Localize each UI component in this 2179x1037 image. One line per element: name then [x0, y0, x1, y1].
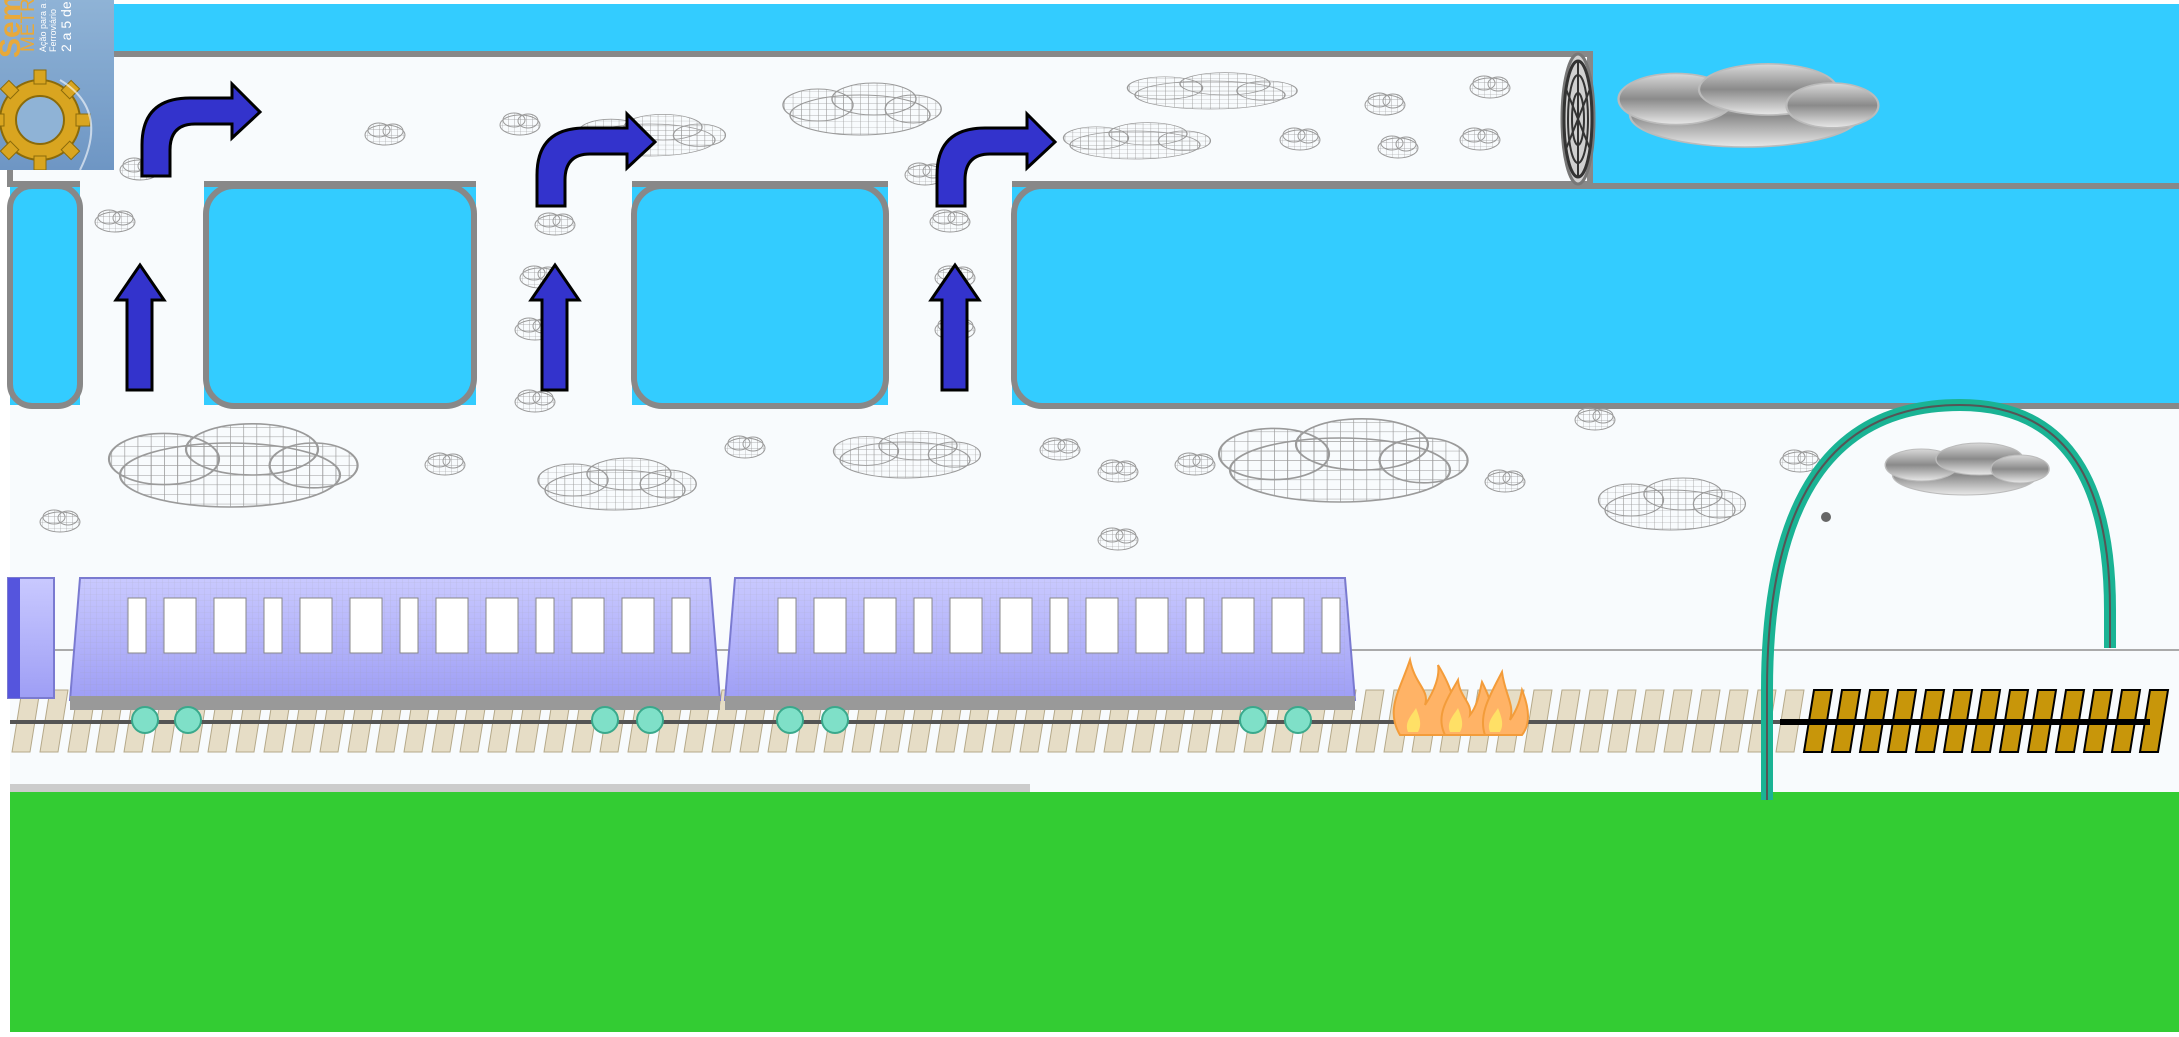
train-window [1085, 597, 1119, 654]
train-window [1221, 597, 1255, 654]
wheel-icon [131, 706, 159, 734]
train-window [127, 597, 147, 654]
curved-arrow-icon [535, 110, 658, 208]
train-windows [127, 597, 1341, 654]
train-wheels [131, 706, 1312, 734]
wheel-icon [1239, 706, 1267, 734]
gear-icon [0, 69, 93, 170]
train-window [485, 597, 519, 654]
curved-arrow-icon [935, 110, 1058, 208]
wheel-icon [591, 706, 619, 734]
train-window [1135, 597, 1169, 654]
logo-dates: 2 a 5 de [58, 1, 74, 52]
train-window [535, 597, 555, 654]
train-window [777, 597, 797, 654]
wheel-icon [1284, 706, 1312, 734]
event-logo: Semi METR Ação para a ... Ferroviário 2 … [0, 0, 114, 170]
wheel-icon [174, 706, 202, 734]
fire-icon [1392, 656, 1529, 736]
logo-text: Semi METR Ação para a ... Ferroviário 2 … [0, 0, 114, 170]
train-window [263, 597, 283, 654]
train-window [671, 597, 691, 654]
exhaust-fan-icon [1562, 59, 1594, 179]
train-window [399, 597, 419, 654]
train-window [949, 597, 983, 654]
grass-ground [10, 790, 2179, 1032]
train-window [1185, 597, 1205, 654]
curved-arrow-icon [140, 80, 263, 178]
train-window [1321, 597, 1341, 654]
wheel-icon [776, 706, 804, 734]
train-window [813, 597, 847, 654]
train-window [163, 597, 197, 654]
platform-edge [10, 784, 1030, 792]
up-arrow-icon [928, 262, 982, 392]
wheel-icon [821, 706, 849, 734]
train-window [621, 597, 655, 654]
logo-subtitle: METR [18, 0, 39, 52]
train-window [1049, 597, 1069, 654]
up-arrow-icon [528, 262, 582, 392]
train-window [435, 597, 469, 654]
up-arrow-icon [113, 262, 167, 392]
train-window [299, 597, 333, 654]
train-window [1271, 597, 1305, 654]
train-window [213, 597, 247, 654]
train-window [863, 597, 897, 654]
train-window [571, 597, 605, 654]
rail-tie [2138, 689, 2170, 753]
train-window [913, 597, 933, 654]
logo-caption: Ação para a ... Ferroviário [38, 0, 58, 52]
train-window [999, 597, 1033, 654]
train-window [349, 597, 383, 654]
wheel-icon [636, 706, 664, 734]
